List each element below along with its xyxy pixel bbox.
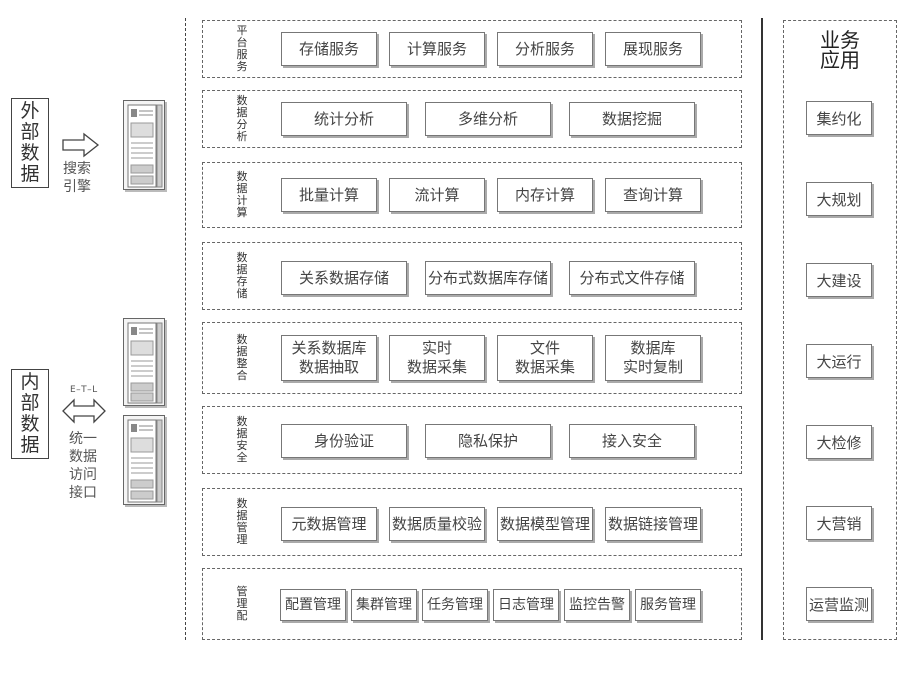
business-item: 大检修 <box>806 425 872 459</box>
component-box: 隐私保护 <box>425 424 551 458</box>
component-box: 关系数据库 数据抽取 <box>281 335 377 381</box>
layer-label: 数据存储 <box>236 251 248 300</box>
etl-label: E–T–L <box>70 385 98 395</box>
unified-access-interface-label: 统一数据访问接口 <box>69 431 97 501</box>
layer-platform-services: 平台服务 存储服务 计算服务 分析服务 展现服务 <box>202 20 742 78</box>
business-item: 大运行 <box>806 344 872 378</box>
external-data-label: 外部数据 <box>20 100 40 185</box>
business-applications-panel <box>783 20 897 640</box>
component-box: 数据链接管理 <box>605 507 701 541</box>
component-box: 日志管理 <box>493 589 559 621</box>
layer-label: 数据计算 <box>236 170 248 219</box>
double-arrow-icon <box>62 398 106 424</box>
external-data-box: 外部数据 <box>11 98 49 188</box>
component-box: 监控告警 <box>564 589 630 621</box>
business-item: 大营销 <box>806 506 872 540</box>
component-box: 服务管理 <box>635 589 701 621</box>
layer-data-analysis: 数据分析 统计分析 多维分析 数据挖掘 <box>202 90 742 148</box>
layer-data-storage: 数据存储 关系数据存储 分布式数据库存储 分布式文件存储 <box>202 242 742 310</box>
component-box: 计算服务 <box>389 32 485 66</box>
component-box: 统计分析 <box>281 102 407 136</box>
component-box: 内存计算 <box>497 178 593 212</box>
component-box: 任务管理 <box>422 589 488 621</box>
left-divider-line <box>185 18 186 640</box>
component-box: 分布式数据库存储 <box>425 261 551 295</box>
component-box: 分布式文件存储 <box>569 261 695 295</box>
layer-data-computing: 数据计算 批量计算 流计算 内存计算 查询计算 <box>202 162 742 228</box>
right-arrow-icon <box>62 132 100 158</box>
component-box: 查询计算 <box>605 178 701 212</box>
component-box: 元数据管理 <box>281 507 377 541</box>
component-box: 数据模型管理 <box>497 507 593 541</box>
internal-data-box: 内部数据 <box>11 369 49 459</box>
layer-data-integration: 数据整合 关系数据库 数据抽取 实时 数据采集 文件 数据采集 数据库 实时复制 <box>202 322 742 394</box>
server-rack-icon <box>123 318 165 406</box>
component-box: 关系数据存储 <box>281 261 407 295</box>
layer-label: 管理配 <box>236 585 248 622</box>
server-rack-icon <box>123 100 165 190</box>
component-box: 数据质量校验 <box>389 507 485 541</box>
layer-label: 数据安全 <box>236 415 248 464</box>
server-rack-icon <box>123 415 165 505</box>
business-item: 运营监测 <box>806 587 872 621</box>
business-item: 集约化 <box>806 101 872 135</box>
business-applications-title: 业务 应用 <box>820 28 860 72</box>
internal-data-label: 内部数据 <box>20 371 40 456</box>
layer-data-management: 数据管理 元数据管理 数据质量校验 数据模型管理 数据链接管理 <box>202 488 742 556</box>
business-item: 大建设 <box>806 263 872 297</box>
component-box: 接入安全 <box>569 424 695 458</box>
component-box: 流计算 <box>389 178 485 212</box>
layer-data-security: 数据安全 身份验证 隐私保护 接入安全 <box>202 406 742 474</box>
component-box: 数据库 实时复制 <box>605 335 701 381</box>
component-box: 文件 数据采集 <box>497 335 593 381</box>
component-box: 批量计算 <box>281 178 377 212</box>
component-box: 数据挖掘 <box>569 102 695 136</box>
right-divider-line <box>761 18 763 640</box>
component-box: 实时 数据采集 <box>389 335 485 381</box>
layer-label: 数据整合 <box>236 333 248 382</box>
component-box: 分析服务 <box>497 32 593 66</box>
layer-management-config: 管理配 配置管理 集群管理 任务管理 日志管理 监控告警 服务管理 <box>202 568 742 640</box>
layer-label: 数据分析 <box>236 94 248 143</box>
component-box: 集群管理 <box>351 589 417 621</box>
component-box: 存储服务 <box>281 32 377 66</box>
component-box: 展现服务 <box>605 32 701 66</box>
component-box: 身份验证 <box>281 424 407 458</box>
layer-label: 数据管理 <box>236 497 248 546</box>
component-box: 多维分析 <box>425 102 551 136</box>
component-box: 配置管理 <box>280 589 346 621</box>
business-item: 大规划 <box>806 182 872 216</box>
layer-label: 平台服务 <box>236 24 248 73</box>
search-engine-label: 搜索引擎 <box>63 161 91 195</box>
